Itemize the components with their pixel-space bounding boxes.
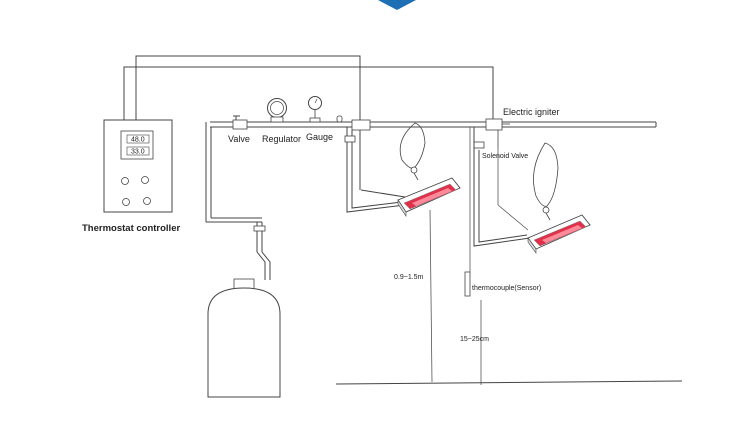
gauge-label: Gauge bbox=[306, 132, 333, 142]
heater-2-connection bbox=[473, 127, 531, 247]
main-gas-pipe bbox=[205, 121, 657, 280]
valve-label: Valve bbox=[228, 134, 250, 144]
gas-cylinder bbox=[207, 278, 281, 398]
control-knob bbox=[122, 198, 130, 206]
ground-line bbox=[335, 380, 683, 385]
display-bottom bbox=[126, 146, 150, 156]
electric-igniter-label: Electric igniter bbox=[503, 107, 560, 117]
banner-chevron-icon bbox=[378, 0, 416, 10]
heater-1-connection bbox=[344, 119, 406, 213]
height-range-label: 0.9~1.5m bbox=[394, 274, 424, 281]
valve bbox=[232, 115, 248, 130]
control-knob bbox=[121, 177, 129, 185]
sensor-distance-label: 15~25cm bbox=[460, 336, 489, 343]
gauge bbox=[308, 96, 322, 123]
control-knob bbox=[143, 197, 151, 205]
solenoid-valve bbox=[473, 130, 499, 149]
regulator-label: Regulator bbox=[262, 134, 301, 144]
thermostat-controller: 48.0 33.0 bbox=[103, 119, 173, 213]
heater-1 bbox=[397, 122, 461, 217]
heater-2 bbox=[527, 142, 591, 254]
thermostat-controller-label: Thermostat controller bbox=[82, 223, 180, 234]
height-indicator bbox=[429, 209, 433, 383]
display-top bbox=[126, 134, 150, 144]
control-knob bbox=[141, 176, 149, 184]
display-bottom-value: 33.0 bbox=[131, 149, 145, 156]
display-top-value: 48.0 bbox=[131, 137, 145, 144]
thermocouple-label: thermocouple(Sensor) bbox=[472, 285, 541, 292]
control-wiring bbox=[123, 55, 494, 190]
thermocouple bbox=[464, 127, 482, 385]
regulator bbox=[267, 98, 287, 123]
solenoid-valve-label: Solenoid Valve bbox=[482, 153, 528, 160]
electric-igniter bbox=[485, 118, 510, 131]
